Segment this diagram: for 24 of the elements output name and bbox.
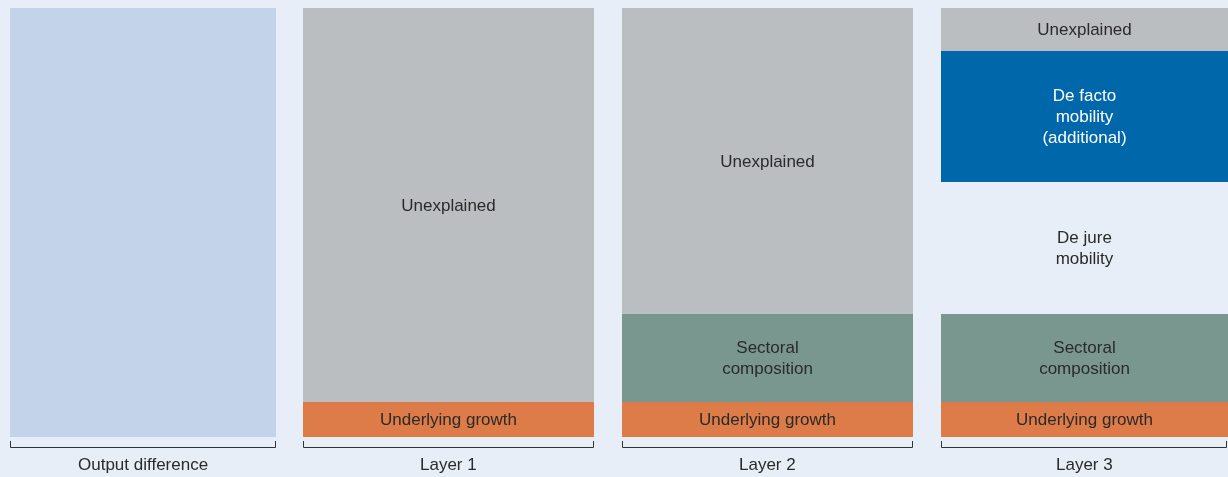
segment-label: Sectoral composition: [721, 337, 814, 379]
column-label: Layer 1: [420, 455, 477, 475]
column-label: Layer 3: [1056, 455, 1113, 475]
segment-block: [622, 402, 913, 437]
segment-label: De jure mobility: [1054, 227, 1115, 269]
segment-block: [303, 8, 594, 402]
value-bar: [10, 8, 276, 437]
segment-label: Unexplained: [1037, 19, 1132, 40]
segment-label: Unexplained: [720, 150, 815, 172]
segment-block: [941, 314, 1228, 402]
segment-label: Underlying growth: [380, 409, 517, 430]
segment-label: Underlying growth: [699, 409, 836, 430]
segment-label: Unexplained: [401, 194, 496, 216]
segment-block: [941, 51, 1228, 182]
segment-label: De facto mobility (additional): [1041, 85, 1128, 148]
segment-label: Underlying growth: [1016, 409, 1153, 430]
segment-block: [941, 402, 1228, 437]
column-label: Output difference: [78, 455, 209, 475]
segment-block: [622, 314, 913, 402]
segment-block: [303, 402, 594, 437]
segment-block: [941, 8, 1228, 51]
segment-label: Sectoral composition: [1038, 337, 1131, 379]
segment-block: [622, 8, 913, 314]
column-label: Layer 2: [739, 455, 796, 475]
